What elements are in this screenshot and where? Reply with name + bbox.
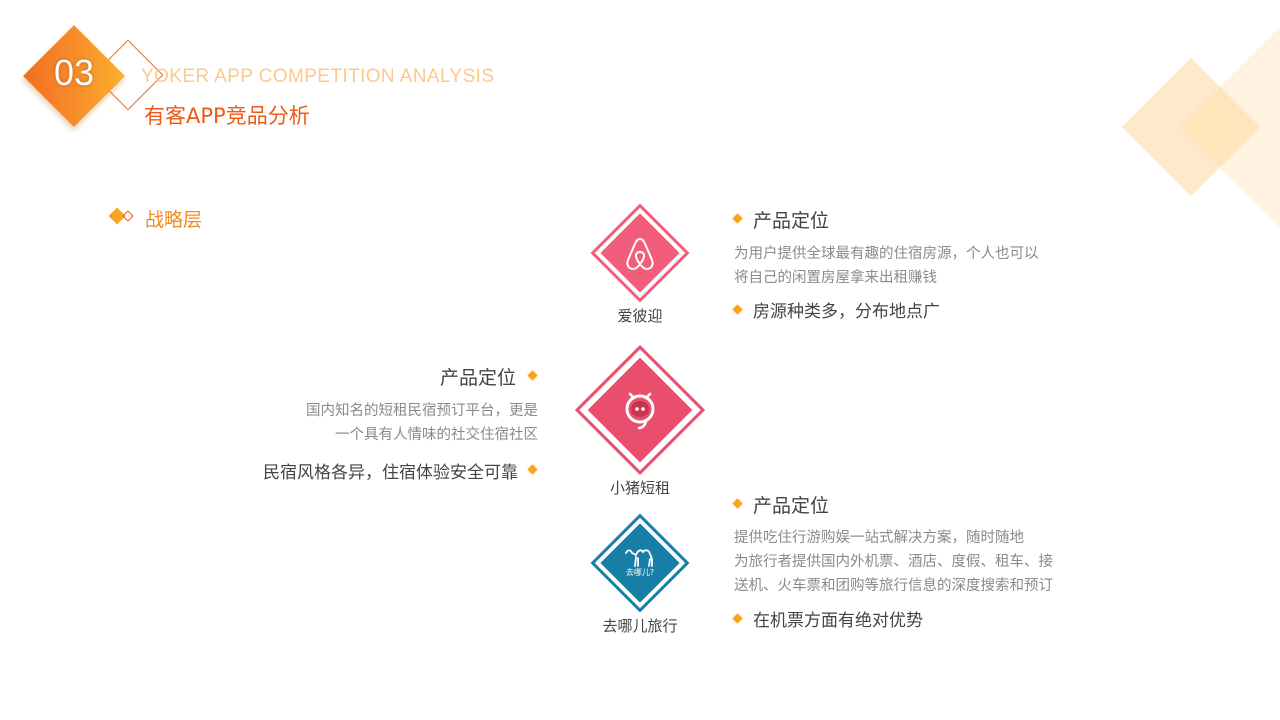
airbnb-key-point: 房源种类多，分布地点广: [753, 302, 940, 322]
xiaozhu-heading: 产品定位: [439, 367, 516, 389]
page-title: 有客APP竞品分析: [144, 104, 310, 128]
diamond-bullet-icon: [732, 613, 743, 624]
qunar-description-line-2: 为旅行者提供国内外机票、酒店、度假、租车、接: [734, 554, 1053, 570]
diamond-bullet-icon: [732, 304, 743, 315]
qunar-camel-logo-icon: [625, 549, 653, 567]
airbnb-heading: 产品定位: [753, 210, 830, 232]
diamond-bullet-icon: [732, 213, 743, 224]
diamond-bullet-icon: [527, 464, 538, 475]
xiaozhu-pig-logo-icon: [625, 392, 655, 430]
section-number: 03: [53, 52, 95, 93]
subtitle-english: YOKER APP COMPETITION ANALYSIS: [141, 66, 495, 87]
airbnb-logo-icon: [626, 237, 654, 271]
app-name-airbnb: 爱彼迎: [617, 307, 663, 325]
app-name-xiaozhu: 小猪短租: [609, 479, 670, 497]
qunar-logo-text: 去哪儿?: [625, 568, 655, 577]
diamond-bullet-icon: [732, 498, 743, 509]
airbnb-description-line-2: 将自己的闲置房屋拿来出租赚钱: [734, 270, 937, 286]
diamond-bullet-icon: [527, 370, 538, 381]
airbnb-description-line-1: 为用户提供全球最有趣的住宿房源，个人也可以: [734, 246, 1039, 262]
qunar-heading: 产品定位: [753, 495, 830, 517]
qunar-key-point: 在机票方面有绝对优势: [753, 611, 923, 631]
xiaozhu-key-point: 民宿风格各异，住宿体验安全可靠: [263, 463, 518, 483]
diamond-outline-icon: [122, 210, 134, 222]
xiaozhu-description-line-2: 一个具有人情味的社交住宿社区: [335, 427, 538, 443]
xiaozhu-description-line-1: 国内知名的短租民宿预订平台，更是: [306, 403, 538, 419]
section-title: 战略层: [145, 209, 203, 231]
qunar-description-line-3: 送机、火车票和团购等旅行信息的深度搜索和预订: [734, 578, 1053, 594]
qunar-description-line-1: 提供吃住行游购娱一站式解决方案，随时随地: [734, 530, 1024, 546]
app-name-qunar: 去哪儿旅行: [602, 617, 678, 635]
